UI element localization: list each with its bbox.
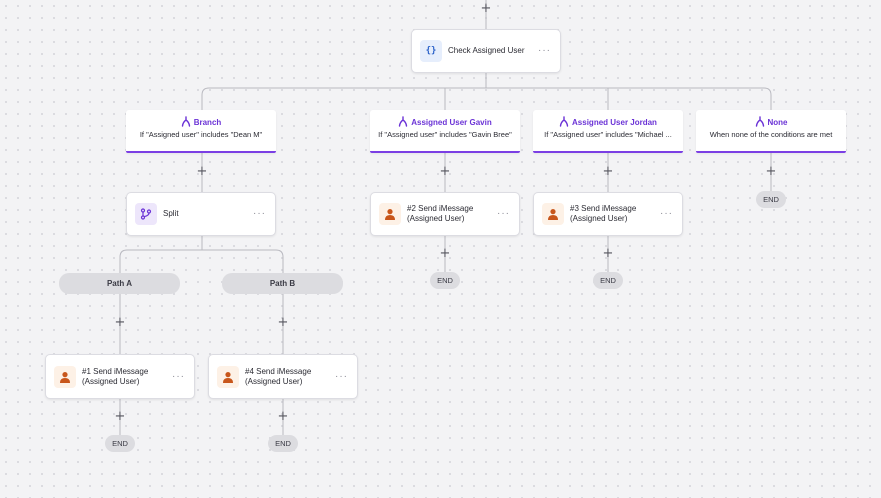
condition-card-none[interactable]: None When none of the conditions are met <box>696 110 846 153</box>
condition-text: If "Assigned user" includes "Dean M" <box>139 130 263 139</box>
add-step-button[interactable]: + <box>480 1 492 16</box>
split-node[interactable]: Split ··· <box>126 192 276 236</box>
add-step-button[interactable]: + <box>277 409 289 424</box>
add-step-button[interactable]: + <box>439 246 451 261</box>
user-icon <box>542 203 564 225</box>
end-pill: END <box>756 191 786 208</box>
condition-title: Assigned User Jordan <box>533 116 683 127</box>
condition-card-gavin[interactable]: Assigned User Gavin If "Assigned user" i… <box>370 110 520 153</box>
add-step-button[interactable]: + <box>114 315 126 330</box>
branch-fork-icon <box>181 116 190 127</box>
user-icon <box>379 203 401 225</box>
node-label: Split <box>163 209 179 218</box>
end-pill: END <box>593 272 623 289</box>
user-icon <box>217 365 239 388</box>
branch-fork-icon <box>559 116 569 127</box>
branch-fork-icon <box>399 116 408 127</box>
end-pill: END <box>105 435 135 452</box>
node-label: #2 Send iMessage(Assigned User) <box>407 204 474 223</box>
add-step-button[interactable]: + <box>196 164 208 179</box>
path-b-pill[interactable]: Path B <box>222 273 343 294</box>
add-step-button[interactable]: + <box>114 409 126 424</box>
node-label: Check Assigned User <box>448 46 525 55</box>
condition-text: When none of the conditions are met <box>709 130 833 139</box>
condition-title: Branch <box>126 116 276 127</box>
add-step-button[interactable]: + <box>277 315 289 330</box>
send-imessage-node[interactable]: #4 Send iMessage(Assigned User) ··· <box>208 354 358 399</box>
add-step-button[interactable]: + <box>602 246 614 261</box>
node-label: #1 Send iMessage(Assigned User) <box>82 366 149 386</box>
end-pill: END <box>430 272 460 289</box>
add-step-button[interactable]: + <box>439 164 451 179</box>
more-options-icon[interactable]: ··· <box>172 370 185 382</box>
send-imessage-node[interactable]: #3 Send iMessage(Assigned User) ··· <box>533 192 683 236</box>
more-options-icon[interactable]: ··· <box>253 207 266 219</box>
send-imessage-node[interactable]: #1 Send iMessage(Assigned User) ··· <box>45 354 195 399</box>
condition-title: None <box>696 116 846 127</box>
node-label: #3 Send iMessage(Assigned User) <box>570 204 637 223</box>
end-pill: END <box>268 435 298 452</box>
send-imessage-node[interactable]: #2 Send iMessage(Assigned User) ··· <box>370 192 520 236</box>
more-options-icon[interactable]: ··· <box>660 207 673 219</box>
add-step-button[interactable]: + <box>765 164 777 179</box>
user-icon <box>54 365 76 388</box>
condition-text: If "Assigned user" includes "Michael ... <box>544 130 672 139</box>
branch-fork-icon <box>755 116 764 127</box>
more-options-icon[interactable]: ··· <box>335 370 348 382</box>
check-assigned-user-node[interactable]: {} Check Assigned User ··· <box>411 29 561 73</box>
more-options-icon[interactable]: ··· <box>538 44 551 56</box>
code-braces-icon: {} <box>420 40 442 62</box>
more-options-icon[interactable]: ··· <box>497 207 510 219</box>
condition-card-jordan[interactable]: Assigned User Jordan If "Assigned user" … <box>533 110 683 153</box>
condition-title: Assigned User Gavin <box>370 116 520 127</box>
condition-card-branch[interactable]: Branch If "Assigned user" includes "Dean… <box>126 110 276 153</box>
condition-text: If "Assigned user" includes "Gavin Bree" <box>378 130 512 139</box>
node-label: #4 Send iMessage(Assigned User) <box>245 366 312 386</box>
add-step-button[interactable]: + <box>602 164 614 179</box>
git-split-icon <box>135 203 157 225</box>
path-a-pill[interactable]: Path A <box>59 273 180 294</box>
